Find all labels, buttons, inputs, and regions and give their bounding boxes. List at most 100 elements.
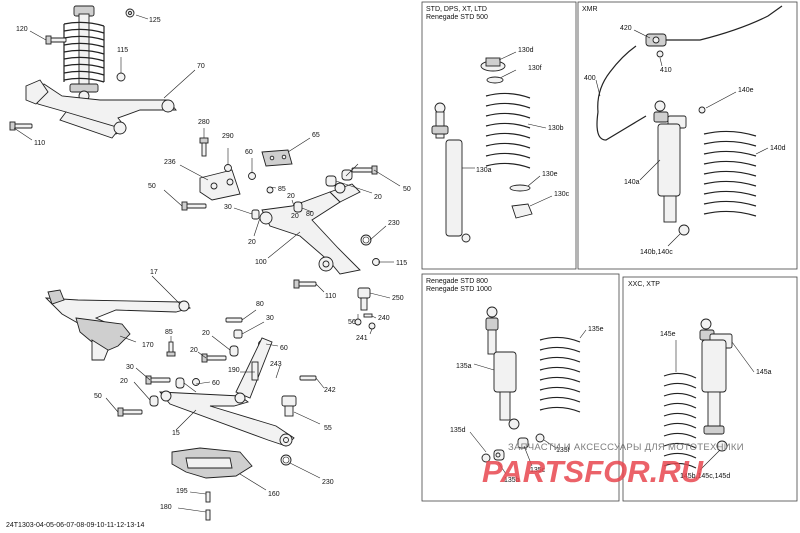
callout-30-c: 30 xyxy=(126,364,134,371)
callout-130a: 130a xyxy=(476,167,492,174)
callout-280: 280 xyxy=(198,119,210,126)
callout-130b: 130b xyxy=(548,125,564,132)
callout-135e: 135e xyxy=(588,326,604,333)
callout-20-c: 20 xyxy=(291,213,299,220)
callout-135a: 135a xyxy=(456,363,472,370)
bolt-110-bottom xyxy=(293,279,317,289)
callout-20-e: 20 xyxy=(202,330,210,337)
callout-130c: 130c xyxy=(554,191,570,198)
callout-30-a: 30 xyxy=(224,204,232,211)
bolt-80-bottom xyxy=(225,317,243,323)
callout-85-top: 85 xyxy=(278,186,286,193)
callout-290: 290 xyxy=(222,133,234,140)
callout-60-c: 60 xyxy=(212,380,220,387)
callout-135c: 135c xyxy=(530,467,546,474)
callout-140b-140c: 140b,140c xyxy=(640,249,673,256)
callout-115-right: 115 xyxy=(396,260,407,267)
leader-lines-std xyxy=(462,51,553,207)
callout-160: 160 xyxy=(268,491,280,498)
spacer-135c xyxy=(517,437,529,449)
washer-135f xyxy=(535,433,545,443)
nut-125 xyxy=(125,8,135,18)
bushing-20-bottom xyxy=(149,395,159,407)
nut-60-top xyxy=(248,172,256,180)
shock-145a xyxy=(699,318,733,452)
bolt-30-b xyxy=(233,329,243,339)
spring-140d xyxy=(703,130,757,217)
callout-135b: 135b xyxy=(504,477,520,484)
nut-135d xyxy=(481,453,491,463)
skid-plate-160 xyxy=(171,447,253,479)
callout-135d: 135d xyxy=(450,427,466,434)
callout-130e: 130e xyxy=(542,171,558,178)
upper-shock-absorber xyxy=(63,5,105,102)
bolt-50-right xyxy=(351,165,378,175)
retainer-130f xyxy=(486,76,504,84)
callout-135f: 135f xyxy=(556,447,570,454)
ring-230-bottom xyxy=(280,454,292,466)
panel-renegade: Renegade STD 800 Renegade STD 1000 xyxy=(421,273,620,502)
leader-lines-xmr xyxy=(595,29,769,247)
nut-410 xyxy=(656,50,664,58)
bracket-236 xyxy=(199,169,241,201)
ball-joint-250 xyxy=(357,287,371,311)
lower-a-arm-100 xyxy=(259,182,361,275)
callout-400: 400 xyxy=(584,75,596,82)
panel-xmr-title: XMR xyxy=(582,6,598,13)
callout-110-bottom: 110 xyxy=(325,293,336,300)
callout-80-b: 80 xyxy=(256,301,264,308)
callout-145b-145c-145d: 145b,145c,145d xyxy=(680,473,730,480)
callout-243: 243 xyxy=(270,361,282,368)
panel-xxc: XXC, XTP 145e 145a 145b,145c,145d xyxy=(622,276,798,502)
callout-50-right: 50 xyxy=(403,186,411,193)
leader-lines-xxc xyxy=(675,340,755,471)
bushing-20-a xyxy=(293,201,303,213)
bolt-180 xyxy=(205,509,211,521)
callout-140e: 140e xyxy=(738,87,754,94)
bolt-50-left xyxy=(181,201,207,211)
ring-130e xyxy=(509,184,531,192)
bushing-20-g xyxy=(175,377,185,389)
cup-130c xyxy=(511,203,533,219)
watermark: ЗАПЧАСТИ И АКСЕССУАРЫ ДЛЯ МОТОТЕХНИКИ PA… xyxy=(482,442,744,489)
bracket-170 xyxy=(75,317,131,361)
shock-130a xyxy=(431,102,471,243)
washer-290 xyxy=(224,164,232,172)
spring-seat-130d xyxy=(480,57,506,72)
callout-15: 15 xyxy=(172,430,180,437)
bolt-50-bottom xyxy=(117,407,143,417)
panel-std: STD, DPS, XT, LTD Renegade STD 500 xyxy=(421,1,577,270)
spring-145e xyxy=(663,372,697,469)
callout-240: 240 xyxy=(378,315,390,322)
watermark-tagline: ЗАПЧАСТИ И АКСЕССУАРЫ ДЛЯ МОТОТЕХНИКИ xyxy=(508,442,744,453)
callout-30-b: 30 xyxy=(266,315,274,322)
spring-135e xyxy=(539,336,581,413)
callout-85-b: 85 xyxy=(165,329,173,336)
callout-230-top: 230 xyxy=(388,220,400,227)
leader-lines-main xyxy=(13,14,401,513)
callout-230-bottom: 230 xyxy=(322,479,334,486)
watermark-logo: PARTSFOR.RU xyxy=(482,454,705,489)
hose-400 xyxy=(596,5,783,141)
callout-250: 250 xyxy=(392,295,404,302)
callout-50-left: 50 xyxy=(148,183,156,190)
bushing-20-e xyxy=(229,345,239,357)
callout-241: 241 xyxy=(356,335,368,342)
nut-115-top xyxy=(116,72,126,82)
callout-17: 17 xyxy=(150,269,158,276)
callout-170: 170 xyxy=(142,342,154,349)
callout-410: 410 xyxy=(660,67,672,74)
callout-236: 236 xyxy=(164,159,176,166)
callout-20-f: 20 xyxy=(190,347,198,354)
bushing-135b xyxy=(493,449,505,461)
spring-130b xyxy=(485,92,531,169)
stabilizer-link-190 xyxy=(251,361,259,381)
bolt-242 xyxy=(299,375,317,381)
bolt-20-f xyxy=(201,353,227,363)
callouts-main: 125 120 115 70 110 280 290 65 60 236 85 … xyxy=(16,17,411,511)
callout-180: 180 xyxy=(160,504,172,511)
callout-195: 195 xyxy=(176,488,188,495)
callout-130d: 130d xyxy=(518,47,534,54)
bolt-120 xyxy=(45,35,67,45)
